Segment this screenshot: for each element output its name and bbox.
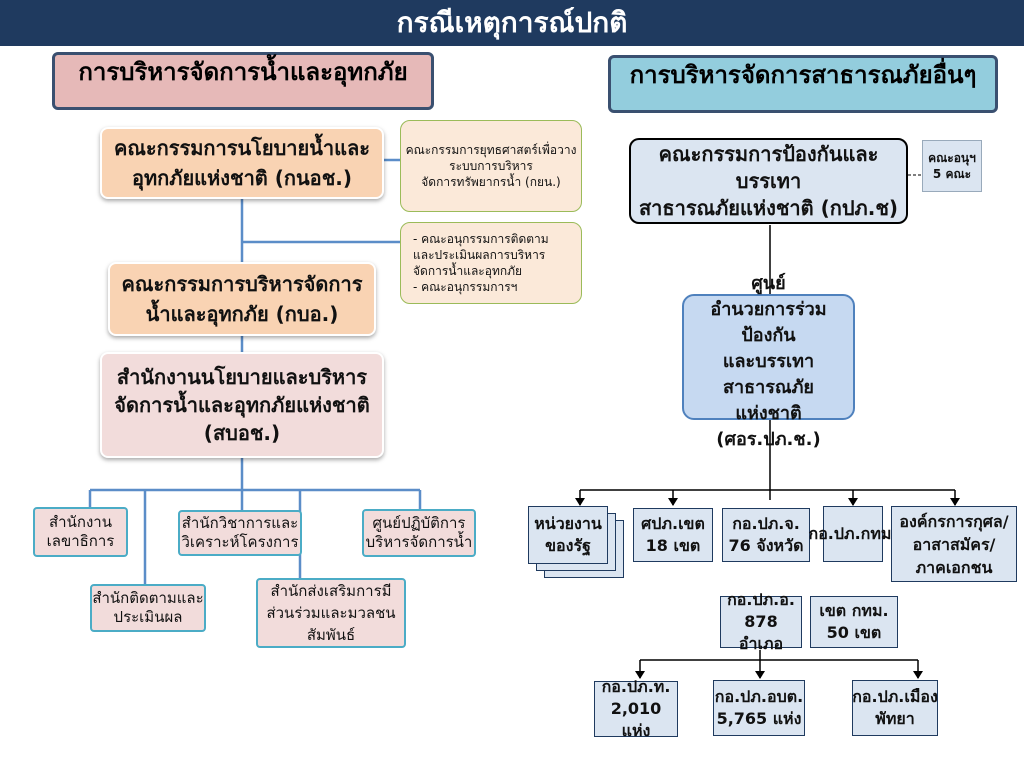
ngo-text: องค์กรการกุศล/ อาสาสมัคร/ ภาคเอกชน (899, 511, 1009, 577)
left-header-text: การบริหารจัดการน้ำและอุทกภัย (78, 58, 408, 86)
office-monitor-text: สำนักติดตามและประเมินผล (92, 589, 204, 626)
khet-bkk-text: เขต กทม. 50 เขต (819, 601, 889, 642)
khet-bkk-box: เขต กทม. 50 เขต (810, 596, 898, 648)
subcommittee-box: - คณะอนุกรรมการติดตาม และประเมินผลการบริ… (400, 222, 582, 304)
gopp-obt-text: กอ.ปภ.อบต. 5,765 แห่ง (714, 687, 804, 728)
units-text: หน่วยงานของรัฐ (534, 514, 602, 555)
gopp-j-text: กอ.ปภ.จ. 76 จังหวัด (728, 514, 804, 555)
gopp-pattaya-text: กอ.ปภ.เมืองพัทยา (852, 687, 938, 728)
office-academic-box: สำนักวิชาการและวิเคราะห์โครงการ (178, 510, 302, 556)
office-monitor-box: สำนักติดตามและประเมินผล (90, 584, 206, 632)
page-title: กรณีเหตุการณ์ปกติ (0, 0, 1024, 46)
gopp-a-box: กอ.ปภ.อ. 878 อำเภอ (720, 590, 802, 653)
gopp-a-text: กอ.ปภ.อ. 878 อำเภอ (727, 590, 795, 653)
ngo-box: องค์กรการกุศล/ อาสาสมัคร/ ภาคเอกชน (891, 506, 1017, 582)
gopp-t-box: กอ.ปภ.ท. 2,010 แห่ง (594, 677, 678, 740)
subcommittee-text: - คณะอนุกรรมการติดตาม และประเมินผลการบริ… (413, 232, 549, 294)
strategy-committee-box: คณะกรรมการยุทธศาสตร์เพื่อวางระบบการบริหา… (400, 120, 582, 212)
gopp-pattaya-box: กอ.ปภ.เมืองพัทยา (852, 680, 938, 736)
right-section-header: การบริหารจัดการสาธารณภัยอื่นๆ (608, 55, 998, 113)
gopp-t-text: กอ.ปภ.ท. 2,010 แห่ง (601, 677, 671, 740)
center-box: ศูนย์ อำนวยการร่วมป้องกัน และบรรเทาสาธาร… (682, 273, 855, 450)
gopp-bkk-text: กอ.ปภ.กทม. (808, 524, 898, 543)
sub5-text: คณะอนุฯ 5 คณะ (928, 151, 976, 181)
gbo-box: คณะกรรมการบริหารจัดการน้ำและอุทกภัย (กบอ… (108, 262, 376, 336)
strategy-committee-text: คณะกรรมการยุทธศาสตร์เพื่อวางระบบการบริหา… (405, 143, 577, 189)
office-secretary-text: สำนักงานเลขาธิการ (46, 513, 115, 550)
office-promote-box: สำนักส่งเสริมการมี ส่วนร่วมและมวลชนสัมพั… (256, 578, 406, 648)
gnoch-text: คณะกรรมการนโยบายน้ำและ อุทกภัยแห่งชาติ (… (113, 136, 371, 190)
gpp-text: คณะกรรมการป้องกันและบรรเทา สาธารณภัยแห่ง… (638, 141, 899, 220)
office-promote-text: สำนักส่งเสริมการมี ส่วนร่วมและมวลชนสัมพั… (266, 582, 396, 644)
spp-text: ศปภ.เขต 18 เขต (641, 514, 705, 555)
sub5-box: คณะอนุฯ 5 คณะ (922, 140, 982, 192)
gopp-bkk-box: กอ.ปภ.กทม. (809, 506, 898, 562)
right-header-text: การบริหารจัดการสาธารณภัยอื่นๆ (629, 61, 977, 89)
gopp-obt-box: กอ.ปภ.อบต. 5,765 แห่ง (713, 680, 805, 736)
center-text: ศูนย์ อำนวยการร่วมป้องกัน และบรรเทาสาธาร… (710, 273, 827, 450)
office-academic-text: สำนักวิชาการและวิเคราะห์โครงการ (181, 514, 299, 551)
gpp-box: คณะกรรมการป้องกันและบรรเทา สาธารณภัยแห่ง… (629, 138, 908, 224)
units-box: หน่วยงานของรัฐ (528, 506, 608, 564)
gbo-text: คณะกรรมการบริหารจัดการน้ำและอุทกภัย (กบอ… (121, 272, 363, 326)
sbo-box: สำนักงานนโยบายและบริหาร จัดการน้ำและอุทก… (100, 352, 384, 458)
center-ops-box: ศูนย์ปฏิบัติการบริหารจัดการน้ำ (362, 509, 476, 557)
gnoch-box: คณะกรรมการนโยบายน้ำและ อุทกภัยแห่งชาติ (… (100, 127, 384, 199)
office-secretary-box: สำนักงานเลขาธิการ (33, 507, 128, 557)
center-ops-text: ศูนย์ปฏิบัติการบริหารจัดการน้ำ (365, 514, 473, 551)
left-section-header: การบริหารจัดการน้ำและอุทกภัย (52, 52, 434, 110)
spp-box: ศปภ.เขต 18 เขต (633, 508, 713, 562)
sbo-text: สำนักงานนโยบายและบริหาร จัดการน้ำและอุทก… (114, 365, 370, 445)
gopp-j-box: กอ.ปภ.จ. 76 จังหวัด (722, 508, 810, 562)
